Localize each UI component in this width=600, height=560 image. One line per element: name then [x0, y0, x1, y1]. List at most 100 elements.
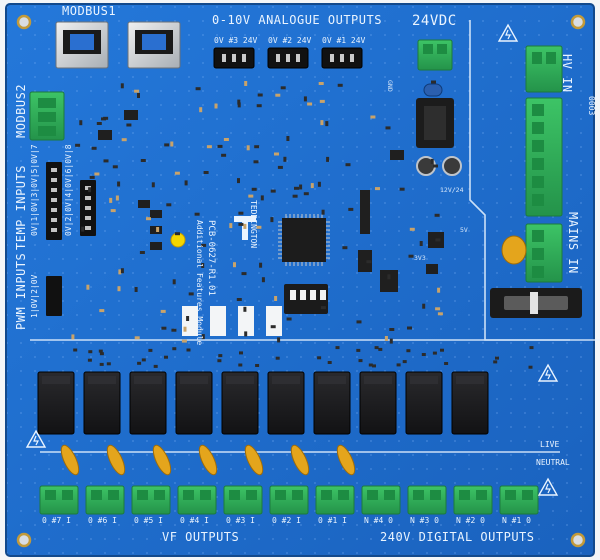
smd-part — [146, 217, 151, 221]
smd-part — [243, 306, 247, 312]
smd-part — [320, 120, 324, 126]
rj45-jack-1 — [55, 21, 109, 69]
smd-part — [260, 195, 264, 201]
smd-part — [115, 195, 119, 201]
smd-part — [259, 262, 263, 268]
smd-part — [217, 359, 222, 363]
microcontroller — [278, 214, 330, 266]
smd-part — [342, 246, 348, 250]
smd-part — [407, 326, 412, 330]
smd-part — [112, 165, 118, 169]
smd-part — [294, 186, 299, 190]
smd-part — [434, 213, 440, 217]
smd-part — [140, 159, 146, 162]
smd-part — [292, 194, 298, 198]
smd-part — [387, 274, 391, 280]
smd-part — [117, 181, 121, 187]
smd-part — [337, 83, 343, 87]
smd-part — [270, 217, 274, 223]
smd-part — [164, 355, 168, 359]
smd-part — [96, 122, 102, 125]
smd-part — [444, 362, 449, 365]
smd-part — [270, 189, 276, 193]
smd-part — [366, 260, 372, 264]
output-terminal-9 — [407, 485, 447, 515]
smd-part — [137, 361, 142, 365]
smd-part — [277, 337, 281, 343]
smd-part — [186, 348, 191, 352]
smd-part — [194, 212, 200, 216]
smd-part — [170, 141, 174, 147]
smd-part — [183, 326, 187, 332]
output-terminal-10 — [453, 485, 493, 515]
smd-part — [239, 351, 243, 355]
smd-part — [384, 336, 388, 341]
maker-logo — [234, 216, 256, 240]
smd-part — [99, 352, 104, 356]
smd-part — [326, 156, 330, 162]
smd-part — [238, 211, 244, 215]
relay-bank — [37, 371, 489, 435]
smd-part — [335, 346, 340, 350]
y-cap-1 — [60, 444, 80, 476]
smd-part — [87, 358, 92, 362]
smd-part — [81, 226, 85, 232]
y-cap-3 — [152, 444, 172, 476]
smd-part — [409, 227, 415, 231]
terminal-24vdc — [417, 39, 453, 71]
dip-switch — [284, 284, 328, 314]
smd-part — [275, 356, 280, 360]
mounting-holes — [16, 14, 586, 548]
smd-part — [148, 348, 153, 352]
y-cap-5 — [244, 444, 264, 476]
smd-part — [172, 347, 177, 351]
smd-part — [389, 338, 393, 344]
smd-part — [419, 241, 423, 246]
smd-part — [237, 178, 240, 184]
smd-part — [175, 232, 180, 236]
smd-part — [303, 192, 309, 196]
smd-part — [389, 328, 395, 331]
smd-part — [134, 287, 138, 292]
smd-part — [118, 269, 122, 275]
smd-part — [319, 99, 325, 103]
smd-part — [89, 175, 95, 179]
smd-part — [244, 331, 248, 337]
smd-part — [251, 187, 257, 191]
terminal-6way — [525, 97, 563, 217]
smd-part — [233, 262, 236, 268]
smd-part — [303, 96, 307, 102]
smd-part — [385, 126, 391, 130]
smd-part — [164, 143, 170, 147]
smd-part — [134, 89, 140, 93]
smd-part — [529, 346, 534, 350]
smd-part — [317, 356, 322, 360]
smd-part — [139, 251, 145, 254]
relay-9 — [405, 371, 443, 435]
smd-part — [399, 187, 405, 191]
hv-warning-icon — [497, 23, 519, 42]
smd-part — [236, 298, 242, 301]
smd-part — [431, 80, 436, 84]
smd-part — [248, 194, 254, 198]
smd-part — [201, 263, 205, 268]
relay-4 — [175, 371, 213, 435]
smd-part — [241, 272, 247, 276]
smd-part — [137, 93, 140, 98]
output-terminal-6 — [269, 485, 309, 515]
smd-part — [217, 144, 223, 148]
smd-part — [117, 286, 121, 292]
output-terminal-4 — [177, 485, 217, 515]
output-terminal-2 — [85, 485, 125, 515]
pwm-header — [46, 276, 62, 316]
relay-5 — [221, 371, 259, 435]
smd-part — [199, 107, 203, 113]
smd-part — [171, 328, 177, 332]
smd-part — [256, 104, 262, 108]
smd-part — [214, 103, 218, 109]
smd-part — [437, 287, 441, 293]
smd-part — [261, 277, 265, 283]
smd-part — [134, 336, 140, 340]
